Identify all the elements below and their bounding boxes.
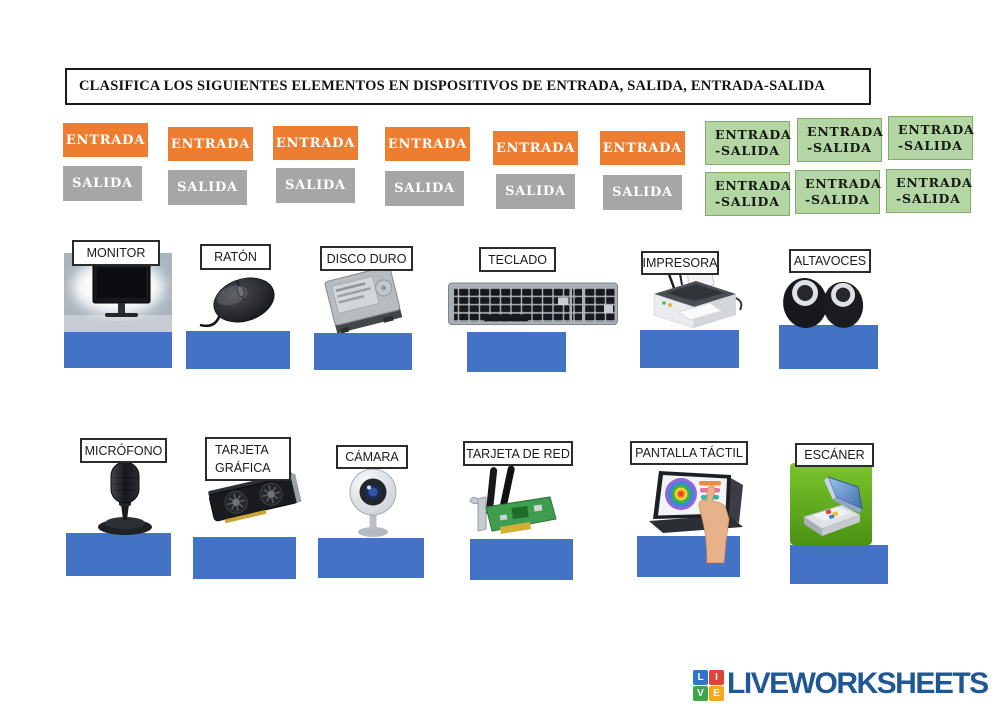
drag-label-entrada-salida-4[interactable]: ENTRADA-SALIDA (705, 172, 792, 216)
liveworksheets-logo-icon: L I V E (693, 670, 724, 701)
device-label-microphone: MICRÓFONO (80, 438, 167, 463)
tag-line: -SALIDA (805, 192, 870, 207)
device-label-text: CÁMARA (345, 450, 399, 464)
device-label-mouse: RATÓN (200, 244, 271, 270)
drag-label-salida-2[interactable]: SALIDA (168, 170, 247, 205)
dropzone-monitor[interactable] (64, 332, 172, 368)
dropzone-scanner[interactable] (790, 545, 888, 584)
device-label-text: DISCO DURO (326, 251, 407, 266)
liveworksheets-wordmark: LIVEWORKSHEETS (727, 667, 989, 700)
tag-line: -SALIDA (896, 191, 961, 206)
device-label-network-card: TARJETA DE RED (463, 441, 573, 466)
drag-label-salida-6[interactable]: SALIDA (603, 175, 682, 210)
tag-line: ENTRADA (896, 174, 973, 190)
network-card-icon (460, 463, 572, 541)
tag-line: -SALIDA (715, 194, 780, 209)
worksheet-title: CLASIFICA LOS SIGUIENTES ELEMENTOS EN DI… (65, 68, 871, 105)
tag-line: ENTRADA (805, 175, 882, 191)
tag-line: ENTRADA (898, 121, 975, 137)
device-label-touch-screen: PANTALLA TÁCTIL (630, 441, 748, 465)
microphone-icon (88, 460, 162, 536)
dropzone-hard-drive[interactable] (314, 333, 412, 370)
tag-line: -SALIDA (898, 138, 963, 153)
liveworksheets-logo: L I V E LIVEWORKSHEETS (693, 666, 989, 702)
camera-icon (342, 466, 404, 538)
mouse-icon (192, 264, 288, 330)
logo-square-l: L (693, 670, 708, 685)
drag-label-entrada-salida-3[interactable]: ENTRADA-SALIDA (888, 116, 975, 160)
tag-line: ENTRADA (807, 123, 884, 139)
drag-label-salida-1[interactable]: SALIDA (63, 166, 142, 201)
dropzone-microphone[interactable] (66, 533, 171, 576)
drag-label-salida-3[interactable]: SALIDA (276, 168, 355, 203)
device-label-text: MICRÓFONO (84, 443, 163, 458)
scanner-icon (790, 463, 872, 545)
drag-label-entrada-3[interactable]: ENTRADA (273, 126, 358, 160)
device-label-text: RATÓN (214, 250, 257, 264)
device-label-text: MONITOR (86, 246, 146, 260)
dropzone-printer[interactable] (640, 330, 739, 368)
drag-label-entrada-5[interactable]: ENTRADA (493, 131, 578, 165)
drag-label-entrada-salida-1[interactable]: ENTRADA-SALIDA (705, 121, 792, 165)
device-label-camera: CÁMARA (336, 445, 408, 469)
dropzone-speakers[interactable] (779, 325, 878, 369)
device-label-text: TARJETA DE RED (466, 446, 570, 461)
keyboard-icon (448, 280, 618, 327)
dropzone-graphics-card[interactable] (193, 537, 296, 579)
device-label-text: GRÁFICA (215, 461, 271, 475)
tag-line: ENTRADA (715, 126, 792, 142)
device-label-text: ESCÁNER (804, 448, 865, 462)
device-label-keyboard: TECLADO (479, 247, 556, 272)
device-label-speakers: ALTAVOCES (789, 249, 871, 273)
device-label-text: ALTAVOCES (793, 254, 867, 268)
dropzone-camera[interactable] (318, 538, 424, 578)
device-label-printer: IMPRESORA (641, 251, 719, 275)
hard-drive-icon (318, 266, 410, 334)
drag-label-salida-4[interactable]: SALIDA (385, 171, 464, 206)
dropzone-network-card[interactable] (470, 539, 573, 580)
drag-label-entrada-1[interactable]: ENTRADA (63, 123, 148, 157)
logo-square-e: E (709, 686, 724, 701)
device-label-text: IMPRESORA (642, 256, 718, 270)
device-label-text: PANTALLA TÁCTIL (635, 446, 743, 460)
drag-label-entrada-4[interactable]: ENTRADA (385, 127, 470, 161)
tag-line: -SALIDA (715, 143, 780, 158)
device-label-scanner: ESCÁNER (795, 443, 874, 467)
tag-line: ENTRADA (715, 177, 792, 193)
drag-label-entrada-6[interactable]: ENTRADA (600, 131, 685, 165)
device-label-text: TARJETA (215, 442, 269, 457)
device-label-hard-drive: DISCO DURO (320, 246, 413, 271)
logo-square-v: V (693, 686, 708, 701)
drag-label-entrada-salida-5[interactable]: ENTRADA-SALIDA (795, 170, 882, 214)
dropzone-touch-screen[interactable] (637, 536, 740, 577)
dropzone-mouse[interactable] (186, 331, 290, 369)
device-label-graphics-card: TARJETA GRÁFICA (205, 437, 291, 481)
dropzone-keyboard[interactable] (467, 332, 566, 372)
tag-line: -SALIDA (807, 140, 872, 155)
device-label-monitor: MONITOR (72, 240, 160, 266)
drag-label-salida-5[interactable]: SALIDA (496, 174, 575, 209)
device-label-text: TECLADO (487, 252, 548, 267)
drag-label-entrada-salida-6[interactable]: ENTRADA-SALIDA (886, 169, 973, 213)
drag-label-entrada-2[interactable]: ENTRADA (168, 127, 253, 161)
speakers-icon (780, 270, 868, 332)
logo-square-i: I (709, 670, 724, 685)
drag-label-entrada-salida-2[interactable]: ENTRADA-SALIDA (797, 118, 884, 162)
